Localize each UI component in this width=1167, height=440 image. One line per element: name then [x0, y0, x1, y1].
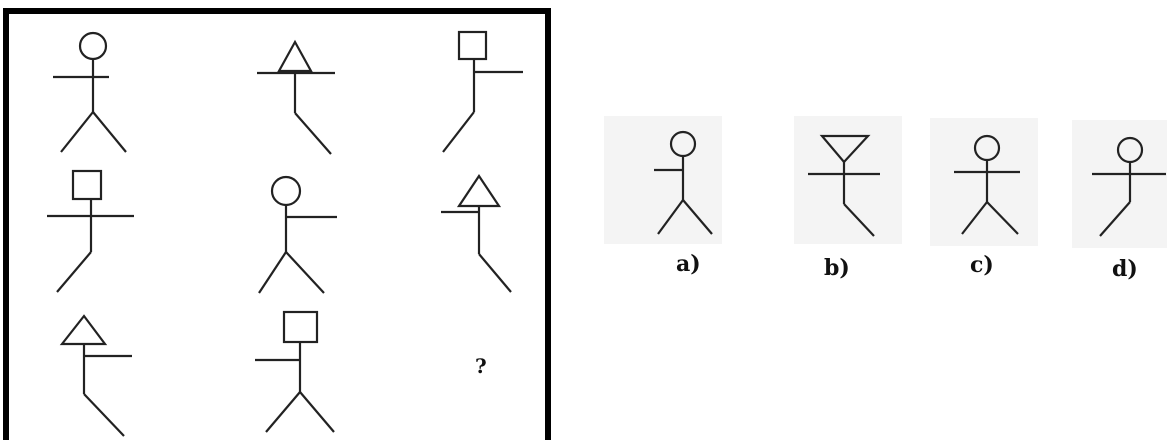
option-b-figure[interactable]	[808, 128, 888, 240]
triangle-head-figure	[47, 306, 147, 440]
option-c-label[interactable]: c)	[970, 252, 994, 278]
triangle-head-figure	[249, 28, 349, 158]
puzzle-grid-frame: ?	[3, 8, 551, 440]
option-b-label[interactable]: b)	[824, 255, 850, 281]
option-c-figure[interactable]	[950, 130, 1030, 242]
circle-head-figure	[43, 24, 133, 154]
square-head-figure	[439, 26, 534, 156]
triangle-head-figure	[441, 164, 541, 296]
square-head-figure	[43, 164, 143, 294]
missing-figure-mark: ?	[475, 354, 487, 378]
option-d-figure[interactable]	[1090, 130, 1167, 242]
square-head-figure	[245, 304, 345, 439]
option-a-figure[interactable]	[646, 128, 726, 240]
circle-head-figure	[253, 169, 343, 299]
option-a-label[interactable]: a)	[676, 251, 701, 277]
option-d-label[interactable]: d)	[1112, 256, 1138, 282]
